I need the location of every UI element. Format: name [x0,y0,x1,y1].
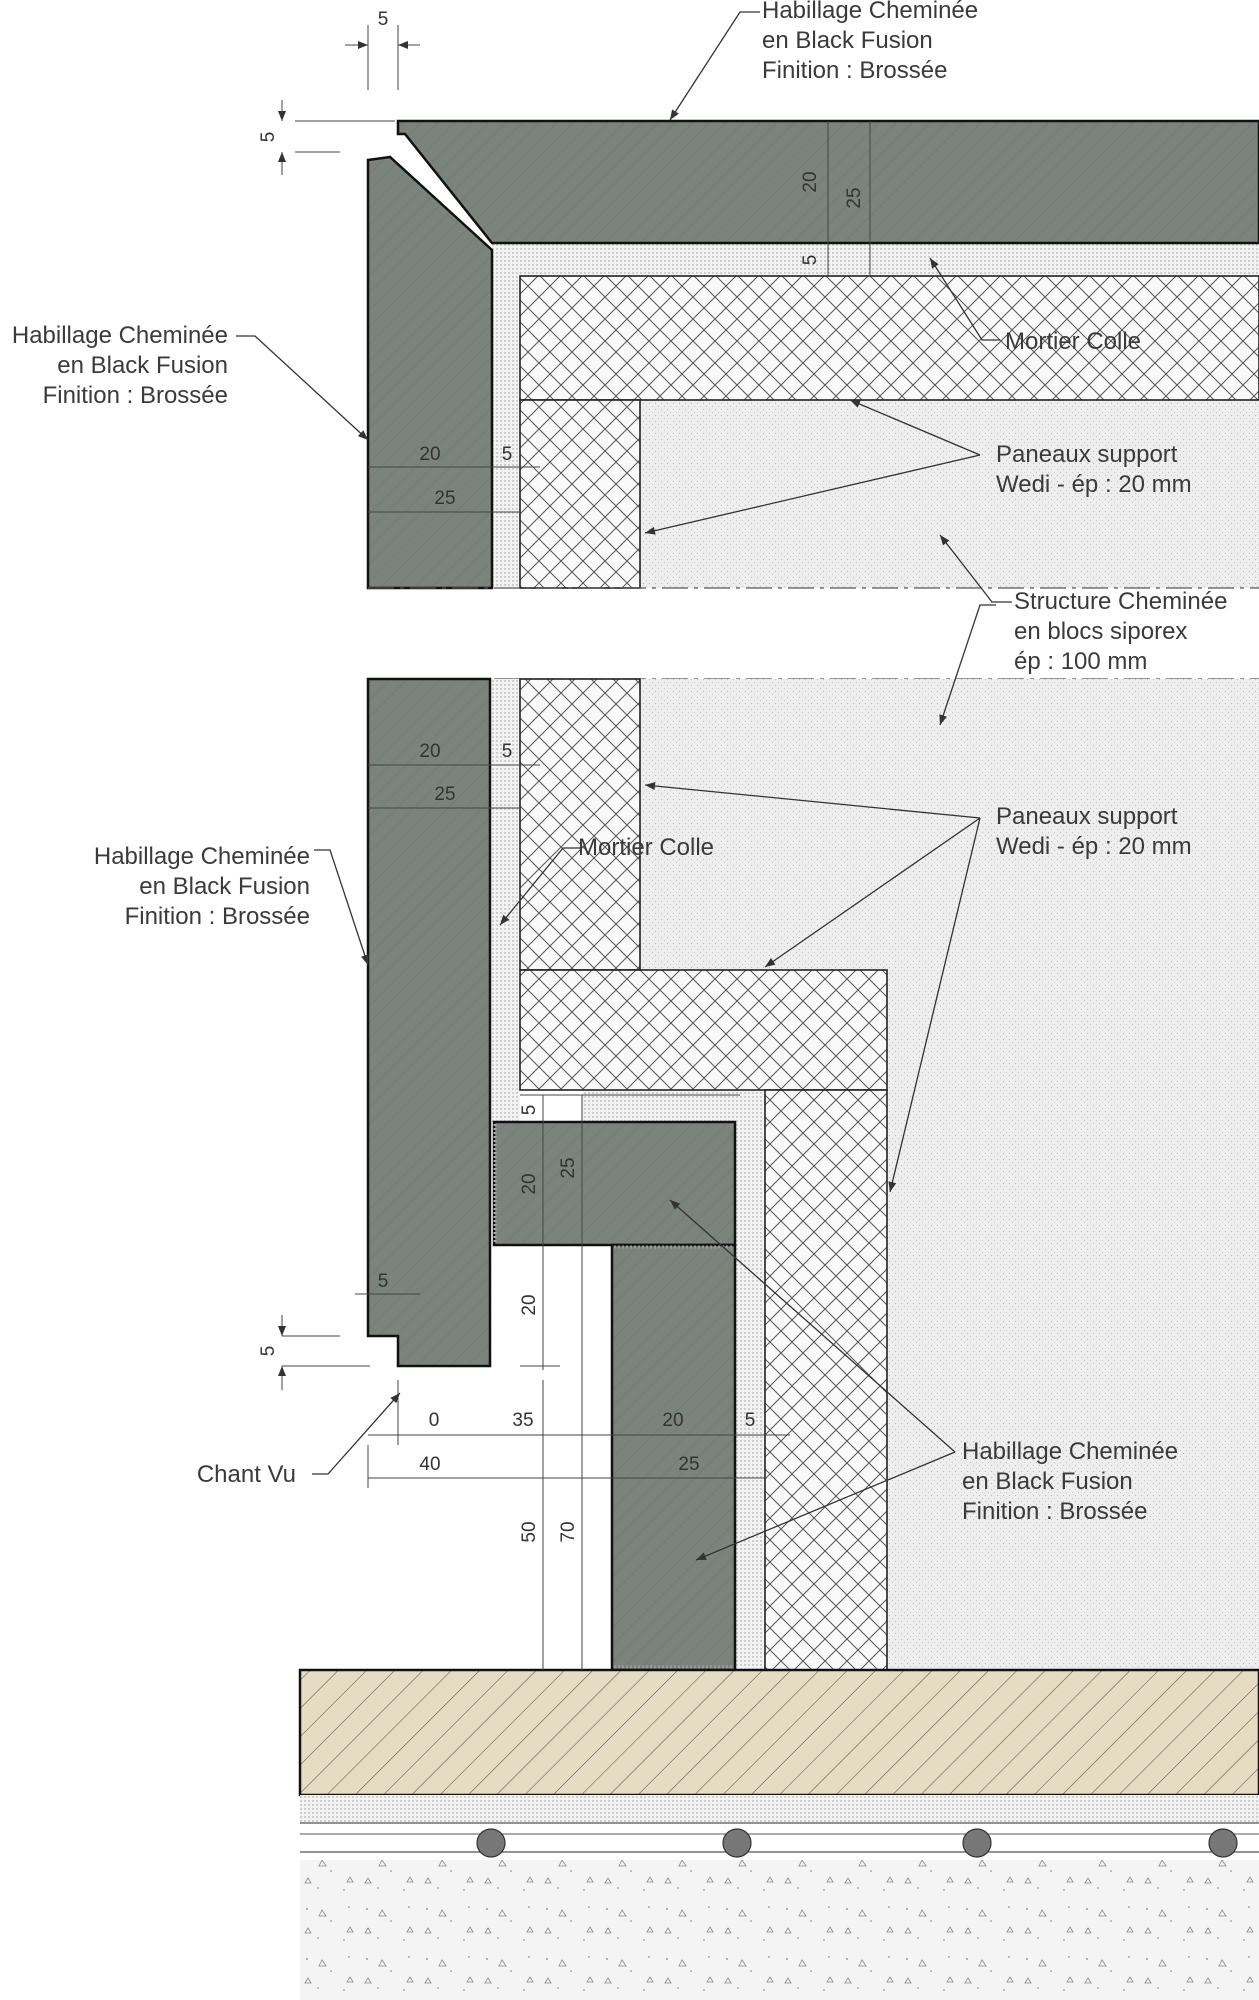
label-habillage-left-top-2: en Black Fusion [57,352,228,379]
dim-mid-5: 5 [502,741,513,762]
label-structure-2: en blocs siporex [1014,618,1187,645]
label-paneaux-top-1: Paneaux support [996,441,1178,468]
label-habillage-left-mid-2: en Black Fusion [139,873,310,900]
dim-bot-0: 0 [429,1410,440,1431]
mortar-layer-mid [492,679,520,1122]
dim-left-top-25: 25 [434,488,455,509]
dim-top-slab-25: 25 [844,187,865,208]
label-chant-vu: Chant Vu [197,1461,296,1488]
dim-block-25: 25 [558,1157,579,1178]
dim-mid-25: 25 [434,784,455,805]
label-paneaux-mid-2: Wedi - ép : 20 mm [996,833,1192,860]
heating-pipe-2 [722,1828,752,1858]
label-habillage-bottom-1: Habillage Cheminée [962,1438,1178,1465]
dim-top-gap: 5 [378,9,389,30]
siporex-structure-top [640,400,1259,588]
dim-bot-70: 70 [558,1521,579,1542]
leader-lines [236,11,1012,1561]
label-habillage-left-mid-1: Habillage Cheminée [94,843,310,870]
dim-top-step: 5 [258,132,279,143]
wedi-panel-mid-vertical [519,678,641,971]
dim-under-20: 20 [519,1294,540,1315]
dim-block-gap-5: 5 [519,1105,540,1116]
dim-bot-25: 25 [678,1454,699,1475]
label-structure-1: Structure Cheminée [1014,588,1227,615]
dimension-lines: 5 5 20 25 5 20 5 25 20 5 25 5 25 20 [258,9,871,1670]
mortar-layer-top [492,235,1259,588]
wedi-panel-top-vertical [519,399,641,589]
mortar-layer-right [735,1090,765,1670]
dim-top-slab-20: 20 [800,171,821,192]
dim-left-top-20: 20 [419,444,440,465]
label-mortier-top: Mortier Colle [1005,328,1141,355]
dim-block-20: 20 [519,1173,540,1194]
concrete-slab [300,1860,1259,2000]
dim-left-top-5: 5 [502,444,513,465]
floor-layers [298,1668,1259,2000]
dim-step-5-horiz: 5 [378,1271,389,1292]
label-structure-3: ép : 100 mm [1014,648,1147,675]
heating-pipe-3 [962,1828,992,1858]
label-mortier-mid: Mortier Colle [578,834,714,861]
dim-bot-40: 40 [419,1454,440,1475]
annotation-labels: Habillage Cheminée en Black Fusion Finit… [12,0,1228,1525]
wedi-panel-right-vertical [764,1089,888,1671]
label-habillage-top-1: Habillage Cheminée [762,0,978,24]
label-paneaux-top-2: Wedi - ép : 20 mm [996,471,1192,498]
label-habillage-left-top-1: Habillage Cheminée [12,322,228,349]
dim-bot-50: 50 [519,1521,540,1542]
label-habillage-top-2: en Black Fusion [762,27,933,54]
heating-pipe-1 [476,1828,506,1858]
dim-top-mortar-5: 5 [800,255,821,266]
stone-panel-left-mid [366,677,492,1368]
label-habillage-top-3: Finition : Brossée [762,57,947,84]
siporex-structure-mid [640,679,1259,1670]
dim-bot-5: 5 [745,1410,756,1431]
stone-block [492,1120,737,1247]
label-habillage-bottom-2: en Black Fusion [962,1468,1133,1495]
label-habillage-left-mid-3: Finition : Brossée [125,903,310,930]
stone-panel-lower [610,1243,737,1672]
label-habillage-bottom-3: Finition : Brossée [962,1498,1147,1525]
stone-panel-left-top [366,155,494,590]
screed-layer [300,1795,1259,1823]
wedi-panel-mid-horizontal [519,969,888,1091]
heating-pipe-4 [1208,1828,1238,1858]
dim-step-5-vert: 5 [258,1346,279,1357]
wedi-panel-top-horizontal [519,275,1259,401]
label-paneaux-mid-1: Paneaux support [996,803,1178,830]
top-section [366,119,1259,590]
dim-mid-20: 20 [419,741,440,762]
dim-bot-20: 20 [662,1410,683,1431]
floor-tile-layer [298,1668,1259,1797]
label-habillage-left-top-3: Finition : Brossée [43,382,228,409]
dim-bot-35: 35 [512,1410,533,1431]
